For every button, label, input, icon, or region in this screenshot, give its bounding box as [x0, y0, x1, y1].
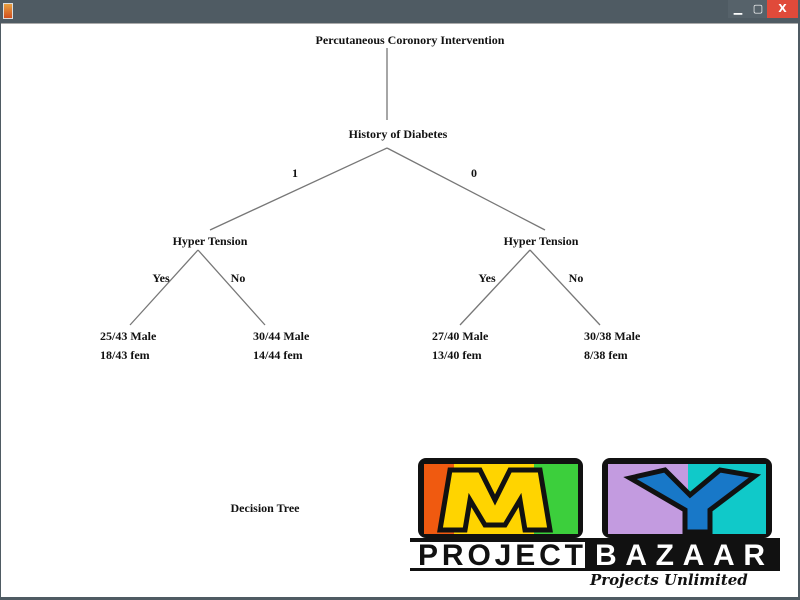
edge-label-yes: Yes [478, 271, 496, 285]
edge-label-no: No [568, 271, 584, 285]
java-app-icon [3, 3, 13, 19]
svg-text:Projects Unlimited: Projects Unlimited [589, 571, 748, 589]
leaf-female: 13/40 fem [432, 348, 482, 362]
tree-canvas: Percutaneous Coronory Intervention Histo… [1, 23, 798, 597]
svg-text:PROJECT: PROJECT [418, 539, 583, 572]
edge-right-no [529, 249, 601, 326]
leaf-male: 30/38 Male [584, 329, 641, 343]
leaf-female: 14/44 fem [253, 348, 303, 362]
edge-left-no [197, 249, 266, 326]
caption: Decision Tree [230, 501, 300, 515]
leaf-male: 30/44 Male [253, 329, 310, 343]
minimize-button[interactable]: ▁ [728, 0, 748, 18]
leaf-female: 8/38 fem [584, 348, 628, 362]
edge-label-1: 1 [292, 166, 298, 180]
hypertension-left-node: Hyper Tension [172, 234, 248, 248]
project-bazaar-logo: PROJECT BAZAAR Projects Unlimited [410, 450, 785, 590]
edge-label-yes: Yes [152, 271, 170, 285]
edge-label-no: No [230, 271, 246, 285]
diabetes-node: History of Diabetes [348, 127, 448, 141]
close-button[interactable]: X [767, 0, 798, 18]
title-bar: ▁ ▢ X [0, 0, 800, 22]
leaf-female: 18/43 fem [100, 348, 150, 362]
root-node: Percutaneous Coronory Intervention [315, 33, 505, 47]
hypertension-right-node: Hyper Tension [503, 234, 579, 248]
leaf-male: 25/43 Male [100, 329, 157, 343]
edge-1 [209, 147, 388, 231]
tree-edges [129, 48, 601, 326]
edge-0 [386, 147, 546, 231]
edge-right-yes [459, 249, 531, 326]
edge-left-yes [129, 249, 199, 326]
leaf-male: 27/40 Male [432, 329, 489, 343]
maximize-button[interactable]: ▢ [748, 0, 768, 18]
edge-label-0: 0 [471, 166, 477, 180]
